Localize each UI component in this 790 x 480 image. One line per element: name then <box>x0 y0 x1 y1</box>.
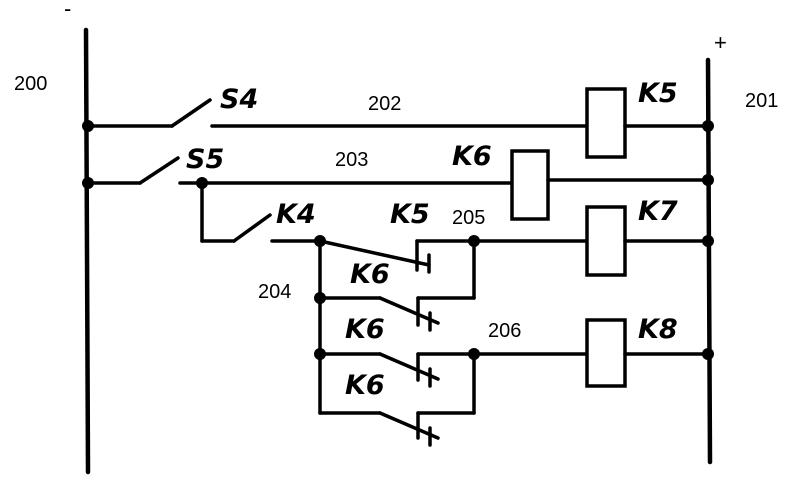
contact-label-k6-a: K6 <box>350 259 390 290</box>
contact-label-k6-c: K6 <box>345 370 385 401</box>
contact-label-s4: S4 <box>220 84 258 115</box>
coil-k8 <box>585 318 627 388</box>
rung-4: K6 K6 206 K8 <box>314 314 714 447</box>
junction-dot <box>702 120 714 132</box>
wire-label-206: 206 <box>488 320 521 342</box>
coil-label-k8: K8 <box>638 314 678 345</box>
rung-2: S5 203 K6 <box>82 141 714 221</box>
wire-label-202: 202 <box>368 93 401 115</box>
junction-dot <box>314 348 326 360</box>
coil-k6 <box>510 149 550 221</box>
junction-dot <box>468 235 480 247</box>
rung-3: K4 K5 205 204 K6 K7 <box>200 181 714 415</box>
wire-label-204: 204 <box>258 281 291 303</box>
contact-s4 <box>170 98 212 128</box>
junction-dot <box>468 348 480 360</box>
contact-k5 <box>318 239 431 267</box>
coil-k5 <box>585 87 627 159</box>
rung-1: S4 202 K5 <box>82 78 714 159</box>
junction-dot <box>82 120 94 132</box>
node-label-201: 201 <box>745 90 778 112</box>
junction-dot <box>702 174 714 186</box>
node-label-200: 200 <box>14 73 47 95</box>
junction-dot <box>702 235 714 247</box>
minus-symbol: - <box>64 0 71 21</box>
contact-k4 <box>232 213 272 243</box>
coil-label-k5: K5 <box>638 78 678 109</box>
coil-k7 <box>585 205 627 277</box>
contact-label-k5: K5 <box>390 199 430 230</box>
wire-label-205: 205 <box>452 207 485 229</box>
contact-label-s5: S5 <box>186 144 224 175</box>
junction-dot <box>82 177 94 189</box>
junction-dot <box>314 235 326 247</box>
junction-dot <box>702 348 714 360</box>
wire-label-203: 203 <box>335 149 368 171</box>
junction-dot <box>314 292 326 304</box>
plus-symbol: + <box>714 30 727 55</box>
coil-label-k7: K7 <box>638 196 678 227</box>
coil-label-k6: K6 <box>452 141 492 172</box>
contact-label-k4: K4 <box>276 199 316 230</box>
contact-s5 <box>138 156 180 185</box>
left-rail <box>83 27 91 475</box>
contact-label-k6-b: K6 <box>345 314 385 345</box>
